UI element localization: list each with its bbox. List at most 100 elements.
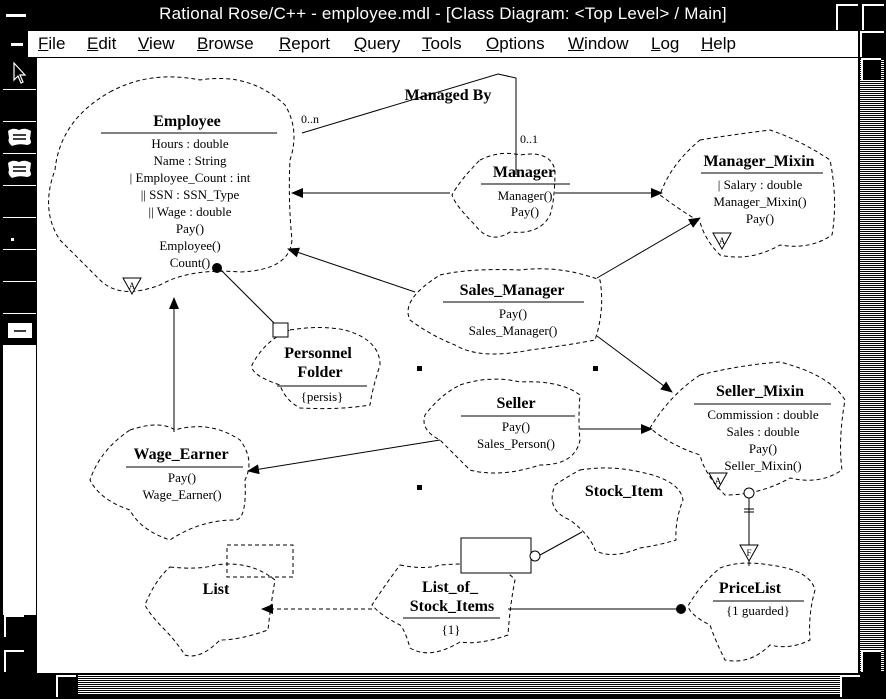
class-employee[interactable]: Employee Hours : double Name : String | … bbox=[101, 113, 277, 270]
class-member: Pay() bbox=[168, 470, 196, 485]
menu-view[interactable]: View bbox=[138, 34, 175, 54]
menu-report[interactable]: Report bbox=[279, 34, 330, 54]
class-tool[interactable] bbox=[3, 122, 36, 154]
class-member: Employee() bbox=[159, 238, 220, 253]
parameterized-class-icon bbox=[8, 160, 31, 178]
list-of-stock-items-hollow-end bbox=[529, 550, 541, 562]
scroll-up-button[interactable] bbox=[861, 58, 881, 80]
class-name: Manager_Mixin bbox=[703, 153, 814, 170]
class-name: Employee bbox=[153, 113, 221, 130]
menu-help[interactable]: Help bbox=[701, 34, 736, 54]
class-member: Pay() bbox=[499, 306, 527, 321]
menu-label: og bbox=[660, 34, 680, 53]
menu-label: elp bbox=[713, 34, 736, 53]
multiplicity-label: 0..n bbox=[301, 112, 319, 126]
scroll-right-button[interactable] bbox=[840, 675, 860, 697]
menu-label: rowse bbox=[208, 34, 254, 53]
adornment-label: A bbox=[719, 236, 726, 246]
menu-file[interactable]: File bbox=[38, 34, 65, 54]
menu-window[interactable]: Window bbox=[568, 34, 628, 54]
menu-label: dit bbox=[98, 34, 117, 53]
class-price-list[interactable]: PriceList {1 guarded} bbox=[713, 580, 804, 618]
class-diagram-canvas[interactable]: A A A F Managed By 0..n 0..1 Employee Ho… bbox=[37, 58, 858, 673]
class-sales-manager[interactable]: Sales_Manager Pay() Sales_Manager() bbox=[443, 282, 584, 338]
personnel-folder-has-box bbox=[272, 322, 289, 338]
class-name: Stock_Item bbox=[585, 483, 664, 500]
sales-manager-to-manager-mixin-inheritance bbox=[596, 217, 701, 279]
menu-label: indow bbox=[584, 34, 629, 53]
pointer-tool[interactable] bbox=[3, 58, 36, 90]
menu-label: ile bbox=[48, 34, 66, 53]
menu-mnemonic: H bbox=[701, 34, 714, 53]
minimize-button[interactable] bbox=[836, 4, 858, 30]
class-manager-mixin[interactable]: Manager_Mixin | Salary : double Manager_… bbox=[701, 153, 823, 226]
adornment-label: A bbox=[715, 476, 722, 486]
personnel-folder-cloud bbox=[251, 327, 381, 410]
class-member: Count() bbox=[170, 255, 210, 270]
class-member: || Wage : double bbox=[149, 204, 232, 219]
class-personnel-folder[interactable]: Personnel Folder {persis} bbox=[277, 345, 367, 404]
note-icon bbox=[8, 323, 32, 338]
seller-cloud bbox=[423, 378, 581, 474]
managed-by-association bbox=[301, 73, 517, 175]
vertical-scrollbar[interactable] bbox=[860, 60, 884, 672]
class-member: Name : String bbox=[154, 153, 227, 168]
class-member: {1} bbox=[442, 622, 461, 637]
document-restore-button[interactable] bbox=[860, 31, 884, 57]
sales-manager-to-employee-inheritance bbox=[287, 247, 416, 293]
menu-tools[interactable]: Tools bbox=[422, 34, 462, 54]
class-list[interactable]: List bbox=[203, 581, 230, 598]
class-name: Folder bbox=[297, 364, 342, 381]
note-tool[interactable] bbox=[3, 314, 36, 346]
menu-edit[interactable]: Edit bbox=[87, 34, 116, 54]
class-wage-earner[interactable]: Wage_Earner Pay() Wage_Earner() bbox=[126, 446, 243, 502]
pointer-icon bbox=[13, 61, 27, 84]
employee-personnel-folder-association bbox=[218, 267, 277, 326]
toolbox-scroll-down-button[interactable] bbox=[4, 650, 24, 672]
parameterized-class-tool[interactable] bbox=[3, 154, 36, 186]
diagram-toolbox bbox=[0, 58, 36, 348]
class-name: PriceList bbox=[719, 580, 782, 597]
class-stock-item[interactable]: Stock_Item bbox=[585, 483, 664, 500]
class-seller[interactable]: Seller Pay() Sales_Person() bbox=[461, 395, 575, 451]
class-list-of-stock-items[interactable]: List_of_ Stock_Items {1} bbox=[403, 579, 500, 637]
menu-mnemonic: Q bbox=[354, 34, 368, 53]
menu-mnemonic: O bbox=[486, 34, 500, 53]
class-cloud-icon bbox=[8, 128, 31, 146]
menu-log[interactable]: Log bbox=[651, 34, 679, 54]
seller-mixin-cloud bbox=[649, 361, 846, 496]
horizontal-scrollbar[interactable] bbox=[78, 675, 856, 695]
blank-tool[interactable] bbox=[3, 250, 36, 282]
menu-mnemonic: E bbox=[87, 34, 99, 53]
toolbox-scroll-up-button[interactable] bbox=[4, 615, 24, 637]
stock-item-cloud bbox=[551, 467, 684, 555]
maximize-button[interactable] bbox=[862, 4, 884, 30]
scroll-down-button[interactable] bbox=[861, 650, 881, 672]
menu-options[interactable]: Options bbox=[486, 34, 545, 54]
blank-tool[interactable] bbox=[3, 186, 36, 218]
menu-browse[interactable]: Browse bbox=[197, 34, 254, 54]
menu-label: iew bbox=[149, 34, 175, 53]
class-name: List_of_ bbox=[422, 579, 479, 596]
menu-label: ools bbox=[430, 34, 462, 53]
blank-tool[interactable] bbox=[3, 90, 36, 122]
class-member: Sales_Person() bbox=[477, 436, 555, 451]
blank-tool[interactable] bbox=[3, 282, 36, 314]
menu-query[interactable]: Query bbox=[354, 34, 400, 54]
class-member: {persis} bbox=[301, 389, 344, 404]
abstract-adornment-manager-mixin bbox=[712, 232, 732, 251]
menu-mnemonic: W bbox=[568, 34, 585, 53]
class-member: Pay() bbox=[749, 441, 777, 456]
point-tool[interactable] bbox=[3, 218, 36, 250]
selection-handle bbox=[417, 485, 422, 490]
menu-mnemonic: R bbox=[279, 34, 292, 53]
class-seller-mixin[interactable]: Seller_Mixin Commission : double Sales :… bbox=[694, 383, 831, 473]
class-manager[interactable]: Manager Manager() Pay() bbox=[481, 164, 570, 219]
abstract-adornment-employee bbox=[122, 277, 142, 296]
document-menu-icon[interactable] bbox=[11, 43, 23, 46]
scroll-left-button[interactable] bbox=[56, 675, 76, 697]
price-list-filled-end bbox=[676, 604, 686, 614]
abstract-adornment-seller-mixin bbox=[708, 472, 728, 491]
list-of-stock-items-parameter-box bbox=[460, 537, 532, 574]
system-menu-icon[interactable] bbox=[6, 14, 26, 17]
